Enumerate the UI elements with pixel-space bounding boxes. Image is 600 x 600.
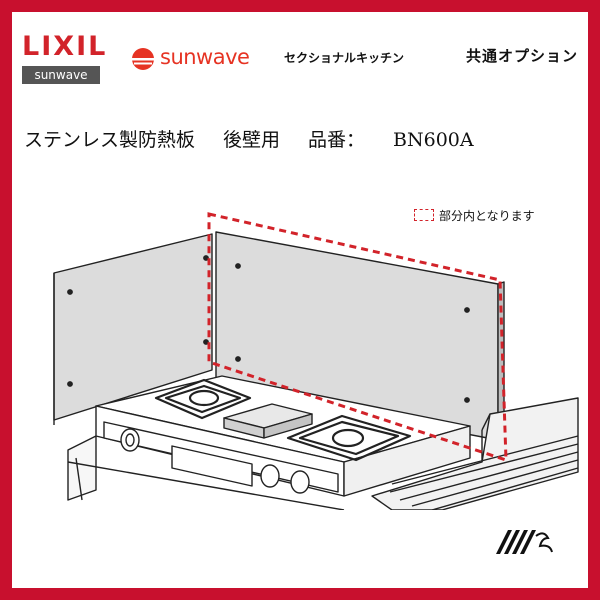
product-usage: 後壁用 [223, 129, 281, 151]
control-knob [260, 464, 280, 488]
category-title: 共通オプション [465, 47, 578, 65]
kitchen-illustration [53, 212, 579, 510]
screw [203, 255, 209, 261]
header: LIXIL sunwave sunwave セクショナルキッチン 共通オプション [22, 32, 582, 102]
control-knob [290, 470, 310, 494]
screw [464, 397, 470, 403]
product-title: ステンレス製防熱板 後壁用 品番： BN600A [24, 127, 502, 153]
screw [67, 381, 73, 387]
lixil-logo: LIXIL sunwave [22, 32, 108, 90]
product-name: ステンレス製防熱板 [24, 129, 196, 151]
sunwave-sun-icon [132, 48, 154, 70]
right-counter-top [371, 397, 579, 510]
screw [67, 289, 73, 295]
series-name: セクショナルキッチン [284, 51, 405, 65]
screw [203, 339, 209, 345]
included-part-outline [207, 212, 508, 463]
lixil-wordmark: LIXIL [22, 31, 108, 62]
sunwave-wordmark: sunwave [160, 45, 250, 69]
legend: 部分内となります [414, 208, 535, 224]
part-number: BN600A [393, 129, 474, 151]
left-burner-grate [154, 378, 252, 420]
screw [235, 356, 241, 362]
screw [235, 263, 241, 269]
dashed-box-icon [414, 209, 434, 221]
part-number-label: 品番： [308, 129, 366, 151]
stove-side [343, 425, 471, 497]
lixil-sub-badge: sunwave [22, 66, 100, 84]
screw [464, 307, 470, 313]
right-burner-grate [286, 414, 412, 462]
shop-logo [496, 530, 553, 554]
legend-label: 部分内となります [439, 209, 535, 223]
